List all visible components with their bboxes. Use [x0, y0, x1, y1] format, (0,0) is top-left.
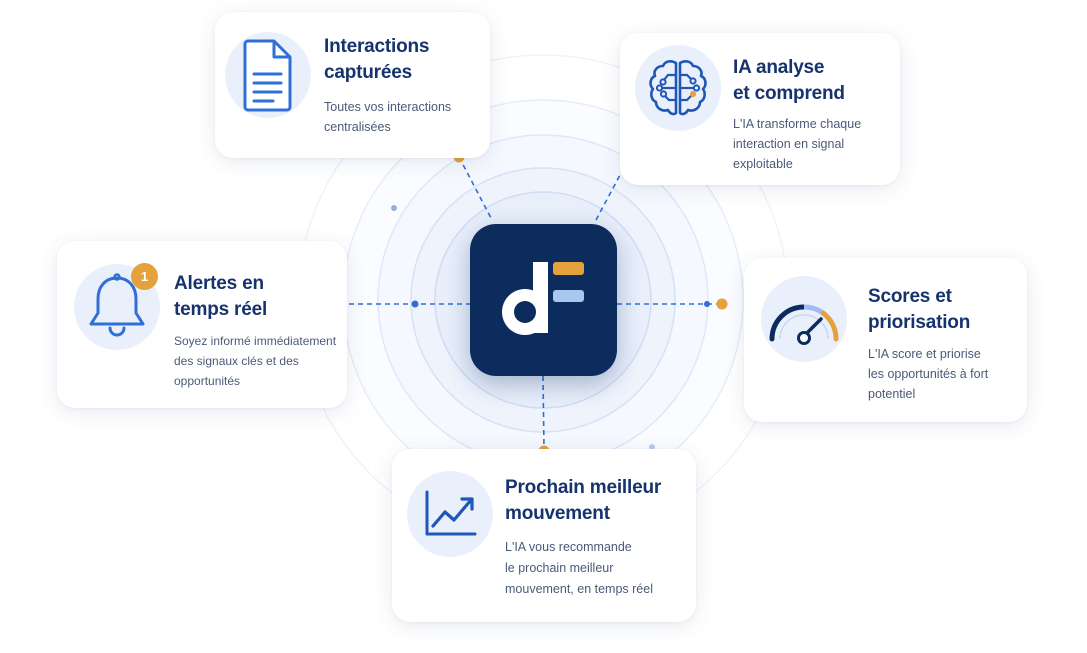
- card-title: Alertes en temps réel: [174, 271, 267, 323]
- title-line: Interactions: [324, 36, 430, 57]
- card-title: Interactions capturées: [324, 34, 429, 86]
- notification-badge: 1: [131, 263, 158, 290]
- card-description: Soyez informé immédiatement des signaux …: [174, 331, 336, 391]
- title-line: priorisation: [868, 312, 971, 333]
- bell-icon: [89, 273, 145, 337]
- card-ia-analyse: IA analyse et comprend L'IA transforme c…: [620, 33, 900, 185]
- document-icon: [243, 39, 292, 112]
- desc-line: L'IA score et priorise: [868, 347, 981, 361]
- card-alertes: [57, 241, 347, 408]
- title-line: capturées: [324, 62, 412, 83]
- card-prochain: Prochain meilleur mouvement L'IA vous re…: [392, 449, 696, 622]
- card-interactions: Interactions capturées Toutes vos intera…: [215, 12, 490, 158]
- center-logo-tile: [470, 224, 617, 376]
- gauge-icon: [769, 304, 839, 345]
- df-logo-icon: [502, 262, 584, 335]
- title-line: et comprend: [733, 83, 845, 104]
- desc-line: des signaux clés et des: [174, 354, 299, 368]
- desc-line: Soyez informé immédiatement: [174, 334, 337, 348]
- title-line: Scores et: [868, 286, 952, 307]
- card-description: L'IA vous recommande le prochain meilleu…: [505, 537, 653, 600]
- brain-circuit-icon: [649, 60, 707, 116]
- card-title: IA analyse et comprend: [733, 55, 845, 107]
- title-line: temps réel: [174, 299, 268, 320]
- desc-line: exploitable: [733, 157, 793, 171]
- desc-line: L'IA vous recommande: [505, 540, 632, 554]
- desc-line: interaction en signal: [733, 137, 845, 151]
- icon-circle: [225, 32, 311, 118]
- card-description: L'IA score et priorise les opportunités …: [868, 344, 988, 404]
- desc-line: opportunités: [174, 374, 241, 388]
- desc-line: potentiel: [868, 387, 916, 401]
- title-line: Prochain meilleur: [505, 477, 662, 498]
- icon-circle: [407, 471, 493, 557]
- trend-up-icon: [425, 490, 477, 536]
- card-title: Prochain meilleur mouvement: [505, 475, 661, 527]
- desc-line: centralisées: [324, 120, 391, 134]
- card-description: L'IA transforme chaque interaction en si…: [733, 114, 861, 174]
- card-scores: Scores et priorisation L'IA score et pri…: [744, 258, 1027, 422]
- icon-circle: [761, 276, 847, 362]
- desc-line: les opportunités à fort: [868, 367, 989, 381]
- desc-line: le prochain meilleur: [505, 561, 614, 575]
- desc-line: Toutes vos interactions: [324, 100, 452, 114]
- desc-line: L'IA transforme chaque: [733, 117, 862, 131]
- title-line: Alertes en: [174, 273, 264, 294]
- card-description: Toutes vos interactions centralisées: [324, 97, 451, 137]
- icon-circle: [635, 45, 721, 131]
- title-line: mouvement: [505, 503, 610, 524]
- title-line: IA analyse: [733, 57, 825, 78]
- card-title: Scores et priorisation: [868, 284, 970, 336]
- desc-line: mouvement, en temps réel: [505, 582, 653, 596]
